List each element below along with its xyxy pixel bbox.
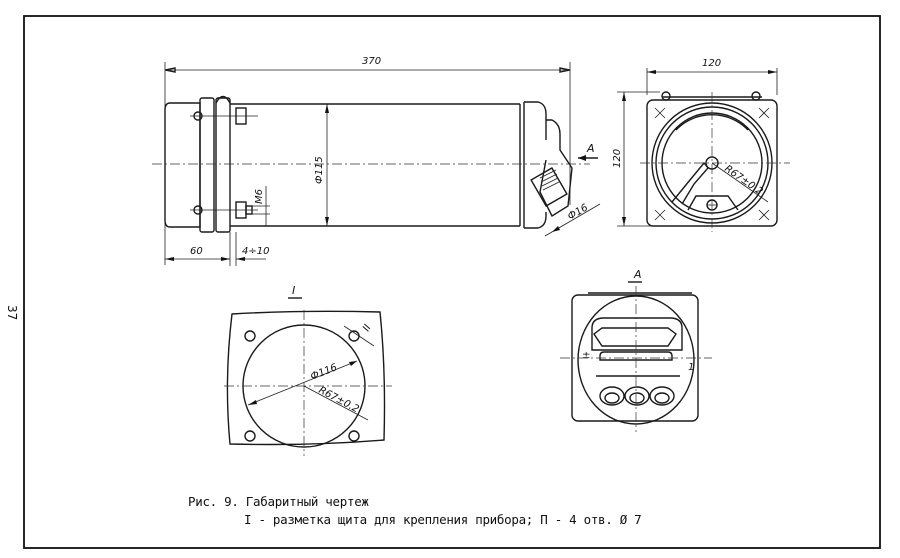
dim-cable-entry-label: Ф16 [566,202,590,222]
page-number: 37 [5,305,19,320]
dim-diameter-label: Ф115 [314,156,325,184]
figure-caption-legend: I - разметка щита для крепления прибора;… [244,512,642,527]
cutout-diameter-label: Ф116 [309,362,339,383]
cutout-view-label: I [292,284,295,297]
dim-thread-label: М6 [254,189,265,204]
side-view: 370 [152,56,601,266]
page-frame [23,15,881,549]
front-bezel [164,102,201,228]
terminal-blocks [599,386,675,406]
front-height-label: 120 [612,149,623,168]
cutout-radius-label: R67±0.2 [317,385,361,415]
view-arrow-label: А [586,142,595,155]
dim-length-label: 370 [362,56,381,67]
rear-cap [523,101,547,229]
rear-view: А ± 1 [560,268,712,432]
terminal-label-plus-minus: ± [582,350,590,361]
hole-label: II [361,323,374,334]
front-width-label: 120 [702,58,721,69]
bolt-top [190,107,258,125]
rear-housing [571,294,699,422]
panel-clamp [215,97,231,233]
rear-window [591,317,683,351]
cable-gland [539,119,573,218]
rear-view-label: А [633,268,642,281]
panel-cutout-view: I Ф116 R67±0.2 II [224,284,392,456]
terminal-label-one: 1 [688,362,694,373]
front-view: 120 120 R67±0.2 [612,58,790,232]
flange-plate [199,97,215,233]
figure-caption-title: Рис. 9. Габаритный чертеж [188,494,369,509]
dim-depth-label: 60 [190,246,203,257]
dim-panel-thickness-label: 4÷10 [242,246,269,257]
panel-outline [226,310,386,446]
bolt-bottom [190,201,258,219]
